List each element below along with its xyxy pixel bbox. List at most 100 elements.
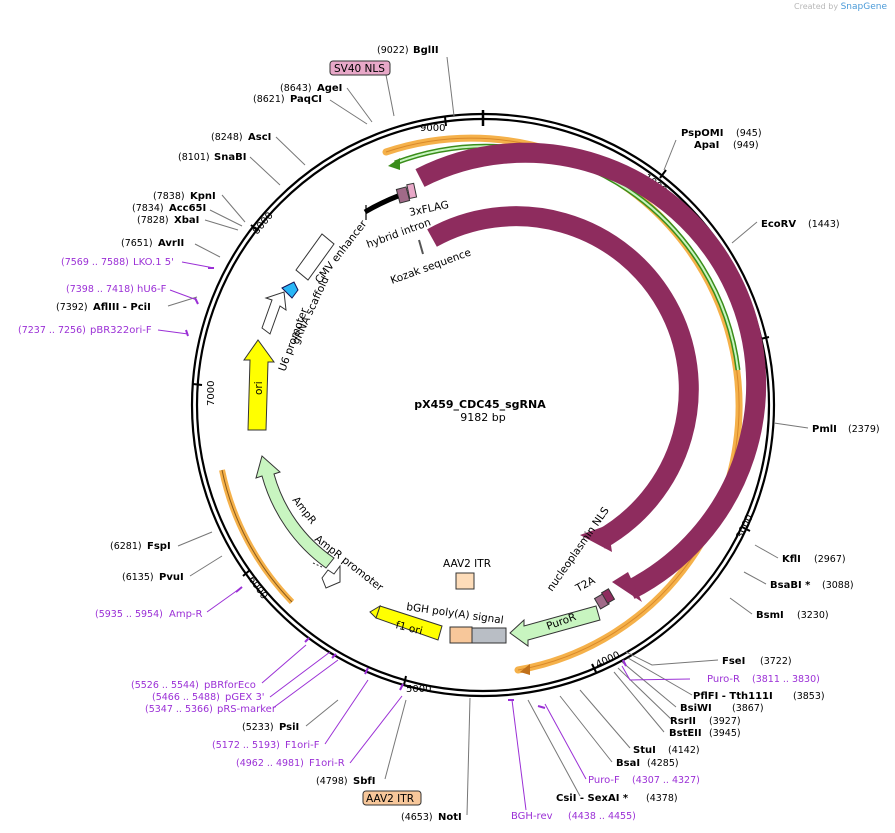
site-pmli: PmlI [812, 424, 837, 435]
site-pos-stui: (4142) [668, 745, 700, 756]
cmv-enhancer-arrow [295, 233, 335, 281]
site-pos-kpni: (7838) [153, 191, 185, 202]
primer-f1orir: F1ori-R [309, 758, 345, 769]
sv40-nls-label: SV40 NLS [334, 63, 385, 75]
cas9-outer-arrow [415, 142, 767, 599]
nls-block [600, 588, 616, 604]
site-pos-apai: (949) [733, 140, 759, 151]
primer-range-prsmarker: (5347 .. 5366) [145, 704, 213, 715]
site-pos-fsei: (3722) [760, 656, 792, 667]
tick-label-9000: 9000 [420, 123, 445, 134]
tick-label-5000: 5000 [406, 684, 431, 695]
site-afliii-pcii: AflIII - PciI [93, 302, 151, 313]
primer-hu6f: hU6-F [137, 284, 167, 295]
primer-bghrev: BGH-rev [511, 811, 553, 822]
ori-arrow [243, 339, 275, 431]
site-pos-bsabi: (3088) [822, 580, 854, 591]
tick-label-7000: 7000 [206, 381, 217, 406]
primer-range-pbrforeco: (5526 .. 5544) [131, 680, 199, 691]
primer-pbrforeco: pBRforEco [204, 680, 256, 691]
site-pos-avrii: (7651) [121, 238, 153, 249]
site-pos-psii: (5233) [242, 722, 274, 733]
site-paqci: PaqCI [290, 94, 322, 105]
aav2-itr-inner-label: AAV2 ITR [443, 558, 491, 570]
primer-prsmarker: pRS-marker [217, 704, 277, 715]
site-acc65i: Acc65I [169, 203, 206, 214]
site-pos-xbai: (7828) [137, 215, 169, 226]
sv40-nls-box [329, 60, 391, 76]
site-fspi: FspI [147, 541, 171, 552]
site-pos-csii: (4378) [646, 793, 678, 804]
tick-marks [192, 116, 770, 686]
site-pos-bsteii: (3945) [709, 728, 741, 739]
bgh-polya-block [471, 627, 507, 644]
primer-range-hu6f: (7398 .. 7418) [66, 284, 134, 295]
site-pos-sbfi: (4798) [316, 776, 348, 787]
site-pos-pmli: (2379) [848, 424, 880, 435]
cas9-inner-arrow [427, 206, 699, 549]
site-agei: AgeI [317, 83, 342, 94]
site-stui: StuI [633, 745, 656, 756]
kozak-label: Kozak sequence [389, 247, 473, 287]
site-ecorv: EcoRV [761, 219, 796, 230]
site-pos-acc65i: (7834) [132, 203, 164, 214]
ampr-promoter-arrow [321, 564, 341, 589]
site-pos-bsiwi: (3867) [732, 703, 764, 714]
site-apai: ApaI [694, 140, 719, 151]
site-kpni: KpnI [190, 191, 216, 202]
primer-purof: Puro-F [588, 775, 620, 786]
site-xbai: XbaI [174, 215, 199, 226]
site-asci: AscI [248, 132, 271, 143]
nls-label: nucleoplasmin NLS [545, 505, 612, 594]
site-bsiwi: BsiWI [680, 703, 712, 714]
site-pos-noti: (4653) [401, 812, 433, 823]
primer-range-f1orir: (4962 .. 4981) [236, 758, 304, 769]
primer-range-pgex3: (5466 .. 5488) [152, 692, 220, 703]
primer-range-f1orif: (5172 .. 5193) [212, 740, 280, 751]
site-snabi: SnaBI [214, 152, 246, 163]
primer-ampr: Amp-R [169, 609, 203, 620]
site-pos-bsmi: (3230) [797, 610, 829, 621]
primer-marks [185, 267, 627, 709]
primer-leaders [157, 261, 691, 811]
plasmid-size: 9182 bp [460, 411, 505, 424]
credit-prefix: Created by [794, 2, 839, 11]
primer-range-pbr322orif: (7237 .. 7256) [18, 325, 86, 336]
aav2-itr-inner-block [455, 572, 475, 590]
site-bglii: BglII [413, 45, 439, 56]
primer-pgex3: pGEX 3' [225, 692, 265, 703]
site-sbfi: SbfI [353, 776, 375, 787]
site-pos-rsrii: (3927) [709, 716, 741, 727]
site-pos-pvui: (6135) [122, 572, 154, 583]
site-fsei: FseI [722, 656, 745, 667]
site-bsabi: BsaBI * [770, 580, 811, 591]
site-bsmi: BsmI [756, 610, 784, 621]
site-pos-paqci: (8621) [253, 94, 285, 105]
ampr-arrow [255, 455, 335, 569]
cas9-inner-label: Cas9 [624, 319, 645, 346]
tick-label-6000: 6000 [246, 574, 270, 601]
primer-range-purof: (4307 .. 4327) [632, 775, 700, 786]
primer-range-lko1: (7569 .. 7588) [61, 257, 129, 268]
u6-label: U6 promoter [277, 306, 311, 373]
puror-arrow [509, 605, 601, 647]
site-pos-ecorv: (1443) [808, 219, 840, 230]
site-pflfi-tth111i: PflFI - Tth111I [693, 691, 773, 702]
site-pos-pflfi: (3853) [793, 691, 825, 702]
aav2-itr-box-label: AAV2 ITR [366, 793, 414, 805]
ori-label: ori [253, 381, 265, 395]
site-psii: PsiI [279, 722, 299, 733]
site-pspomi: PspOMI [681, 128, 723, 139]
site-pos-fspi: (6281) [110, 541, 142, 552]
site-bsai: BsaI [616, 758, 640, 769]
primer-puror: Puro-R [707, 674, 740, 685]
site-avrii: AvrII [158, 238, 184, 249]
tick-label-3000: 3000 [735, 513, 756, 541]
flag-block [395, 186, 411, 204]
right-site-leaders [527, 139, 809, 797]
primer-range-ampr: (5935 .. 5954) [95, 609, 163, 620]
u6-promoter-arrow [261, 291, 287, 335]
site-noti: NotI [438, 812, 462, 823]
site-pos-snabi: (8101) [178, 152, 210, 163]
